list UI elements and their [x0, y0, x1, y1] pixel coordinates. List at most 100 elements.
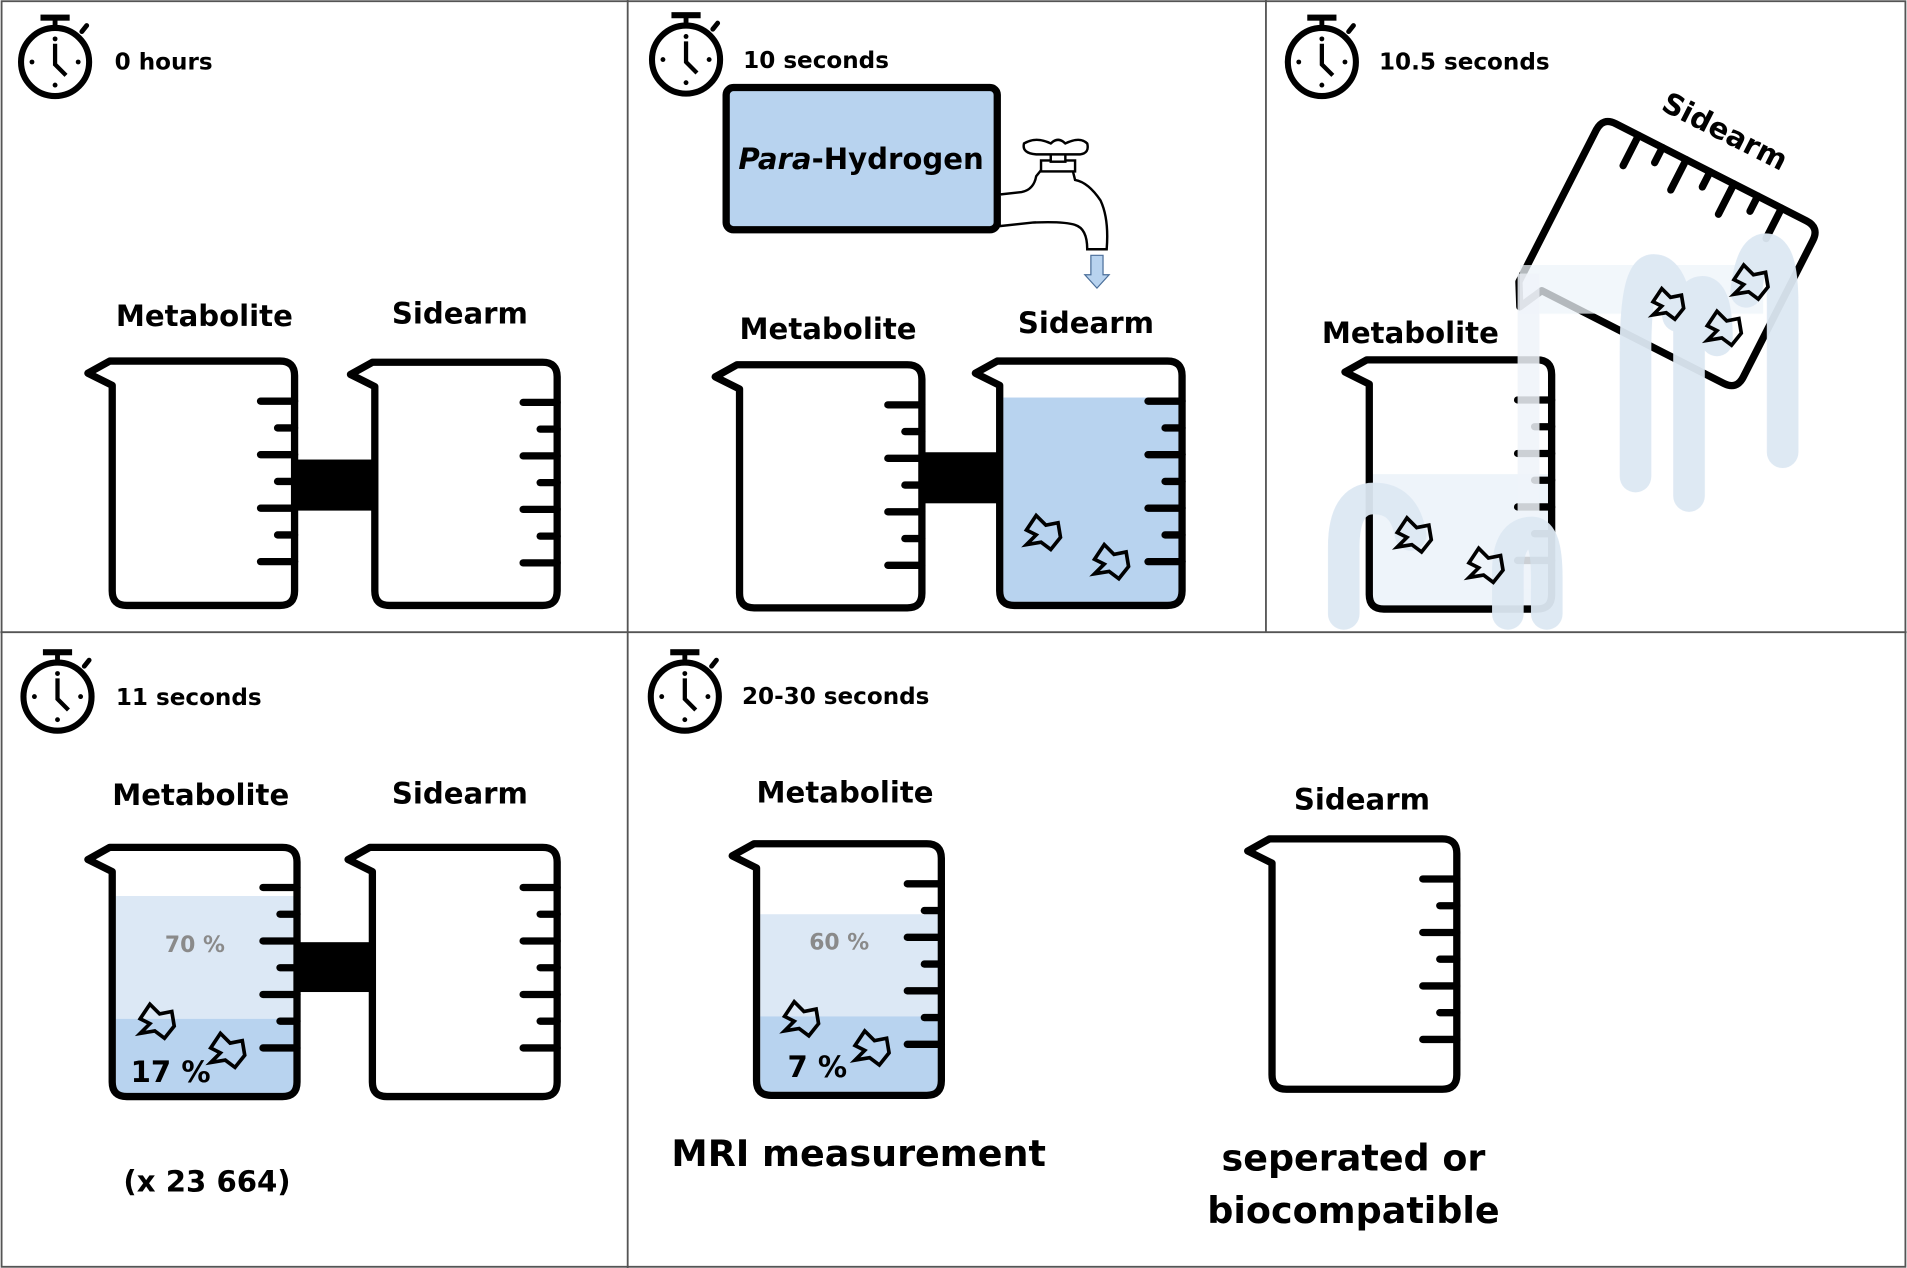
liquid-stream: [1619, 254, 1694, 493]
stopwatch-dot: [706, 57, 712, 63]
stopwatch-button: [1307, 14, 1337, 21]
beaker-background: [715, 364, 922, 608]
crystal-icon: [1647, 285, 1686, 322]
stopwatch-dot: [75, 59, 81, 65]
stopwatch-dot: [1296, 59, 1302, 65]
metabolite-beaker: [711, 361, 926, 612]
lower-percentage: 17 %: [131, 1055, 211, 1089]
para-hydrogen-tank: Para-Hydrogen: [722, 83, 1001, 234]
beaker-tick: [1619, 131, 1643, 170]
stopwatch-dot: [1319, 82, 1325, 88]
stopwatch-crown: [79, 23, 90, 35]
beaker-icon: [1244, 835, 1461, 1093]
stopwatch-crown: [709, 657, 719, 669]
crystal-icon: [849, 1028, 891, 1068]
percent-layer: 70 % 17 % 60 % 7 %: [131, 930, 870, 1089]
stopwatch-hands: [683, 41, 699, 75]
stopwatch-icon: [1284, 14, 1359, 100]
stopwatch-button: [671, 12, 701, 19]
stopwatch-dot: [660, 57, 666, 63]
sidearm-label: Sidearm: [392, 777, 528, 811]
stopwatch-dot: [659, 694, 665, 700]
stopwatch-hands: [682, 678, 698, 712]
stopwatch-hands: [1319, 43, 1335, 77]
beaker-liquid: [87, 361, 295, 606]
stopwatch-button: [40, 14, 70, 21]
stopwatch-icon: [18, 14, 93, 100]
beaker-icon: [344, 843, 561, 1101]
metabolite-label: Metabolite: [740, 312, 917, 346]
sidearm-caption-line1: seperated or: [1222, 1137, 1486, 1180]
stopwatch-crown: [81, 657, 92, 669]
liquid-fill: [760, 914, 938, 1017]
liquid-splash: [1492, 516, 1563, 630]
connector-tube: [921, 452, 1000, 504]
liquid-fill: [115, 895, 294, 1019]
lower-percentage: 7 %: [788, 1050, 848, 1084]
liquid-stream-band: [1517, 273, 1540, 590]
crystal-icon: [779, 998, 821, 1039]
beaker-liquid: [975, 361, 1183, 606]
stopwatch-hands: [52, 43, 68, 77]
stopwatch-dot: [55, 717, 60, 723]
beaker-icon: [711, 361, 926, 612]
beaker-background: [87, 361, 295, 606]
stopwatch-icon: [648, 12, 724, 97]
sidearm-beaker: [346, 358, 561, 610]
beaker-icon: [1515, 117, 1819, 390]
mri-measurement-caption: MRI measurement: [671, 1132, 1045, 1175]
crystal-icon: [134, 1001, 177, 1041]
metabolite-label: Metabolite: [1322, 316, 1499, 350]
beaker-liquid: [350, 362, 558, 606]
crystal-icon: [1021, 512, 1063, 553]
sidearm-label: Sidearm: [1294, 783, 1430, 817]
stopwatch-crown: [1346, 23, 1356, 35]
sidearm-label: Sidearm: [392, 296, 528, 330]
upper-percentage: 60 %: [809, 930, 869, 955]
sidearm-beaker: [1244, 835, 1461, 1093]
beaker-liquid: [1247, 838, 1457, 1090]
beaker-background: [350, 362, 558, 606]
crystal-icon: [1701, 308, 1744, 348]
connector-tube: [294, 459, 375, 511]
stopwatch-dot: [705, 694, 711, 700]
liquid-stream: [1673, 275, 1733, 512]
liquid-stream: [1327, 233, 1799, 630]
metabolite-label: Metabolite: [112, 778, 289, 812]
liquid-splash: [1327, 482, 1427, 630]
liquid-stream: [1730, 233, 1799, 469]
beaker-tick: [1714, 180, 1738, 218]
beaker-icon: [971, 357, 1186, 610]
stopwatch-dot: [55, 671, 60, 676]
time-label-2: 10.5 seconds: [1379, 49, 1550, 75]
beaker-icon: [728, 840, 945, 1100]
beaker-icon: [84, 843, 301, 1101]
liquid-fill: [1003, 397, 1179, 602]
upper-percentage: 70 %: [165, 933, 225, 958]
stopwatch-dot: [1342, 59, 1348, 65]
sidearm-beaker-tilted: [1515, 117, 1819, 390]
crystal-icon: [1391, 515, 1434, 555]
detail-layer: [18, 12, 1799, 1070]
crystal-icon: [205, 1030, 247, 1070]
sidearm-label: Sidearm: [1018, 306, 1154, 340]
stopwatch-icon: [20, 649, 95, 734]
beaker-liquid: [348, 847, 558, 1097]
beaker-tick: [1667, 155, 1690, 194]
crystal-icon: [1089, 541, 1131, 582]
faucet-icon: [998, 138, 1109, 251]
time-label-4: 20-30 seconds: [742, 684, 929, 710]
beaker-icon: [346, 358, 561, 610]
stopwatch-button: [670, 649, 700, 656]
metabolite-label: Metabolite: [116, 299, 293, 333]
stopwatch-dot: [682, 717, 688, 723]
beaker-layer: [84, 117, 1819, 1101]
stopwatch-dot: [683, 34, 689, 39]
stopwatch-dot: [1319, 36, 1325, 42]
stopwatch-dot: [682, 671, 688, 676]
sidearm-beaker: [344, 843, 561, 1101]
arrow-down-icon: [1083, 254, 1111, 290]
metabolite-label: Metabolite: [757, 775, 934, 809]
